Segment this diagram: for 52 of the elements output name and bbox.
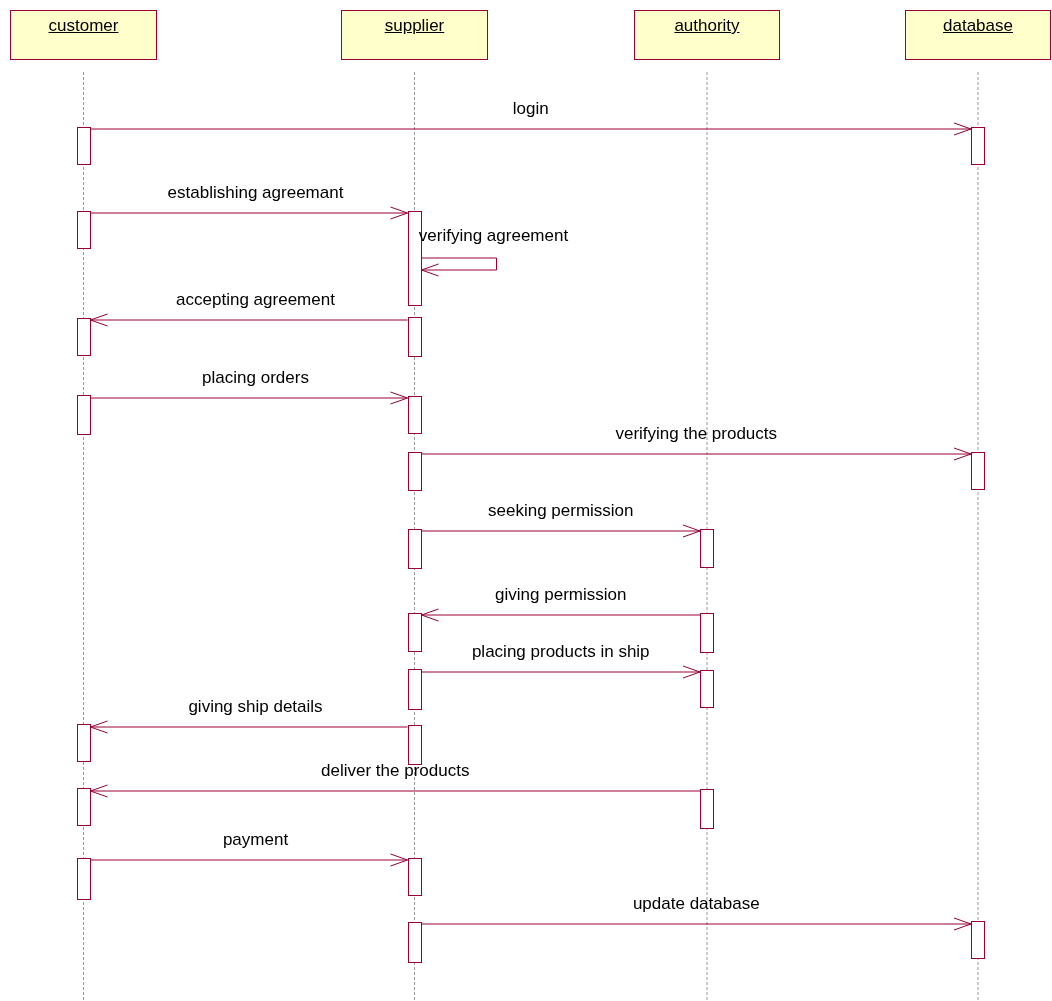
activation-bar <box>971 452 985 490</box>
message-label: accepting agreement <box>176 290 335 310</box>
message-label: giving permission <box>495 585 627 605</box>
message-arrow <box>421 447 972 461</box>
activation-bar <box>76 211 91 249</box>
message-label: placing products in ship <box>471 642 650 662</box>
message-label: establishing agreemant <box>167 183 344 203</box>
activation-bar <box>407 317 422 357</box>
message-label: placing orders <box>202 368 309 388</box>
message-arrow <box>421 917 972 931</box>
activation-bar <box>76 788 91 826</box>
activation-bar <box>971 127 985 165</box>
activation-bar <box>76 318 91 356</box>
message-arrow <box>421 257 497 277</box>
activation-bar <box>407 452 422 491</box>
participant-box: database <box>905 10 1051 60</box>
participant-box: customer <box>10 10 157 60</box>
activation-bar <box>700 670 714 708</box>
participant-box: supplier <box>341 10 488 60</box>
message-arrow <box>90 784 701 798</box>
activation-bar <box>700 613 714 653</box>
message-label: update database <box>632 894 760 914</box>
activation-bar <box>407 669 422 710</box>
activation-bar <box>76 858 91 900</box>
activation-bar <box>76 395 91 435</box>
activation-bar <box>407 613 422 652</box>
participant-box: authority <box>634 10 780 60</box>
message-arrow <box>421 608 701 622</box>
message-arrow <box>90 853 408 867</box>
message-label: giving ship details <box>188 697 323 717</box>
message-label: payment <box>222 830 289 850</box>
message-label: verifying the products <box>615 424 778 444</box>
activation-bar <box>700 789 714 829</box>
message-label: deliver the products <box>321 761 470 781</box>
activation-bar <box>700 529 714 568</box>
activation-bar <box>407 725 422 765</box>
activation-bar <box>76 724 91 762</box>
message-arrow <box>421 524 701 538</box>
message-arrow <box>90 720 408 734</box>
message-arrow <box>90 206 408 220</box>
activation-bar <box>407 922 422 963</box>
message-label: seeking permission <box>488 501 634 521</box>
message-arrow <box>90 391 408 405</box>
activation-bar <box>407 396 422 434</box>
activation-bar <box>76 127 91 165</box>
message-arrow <box>421 665 701 679</box>
activation-bar <box>407 529 422 569</box>
message-arrow <box>90 122 972 136</box>
message-label: login <box>512 99 549 119</box>
activation-bar <box>407 858 422 896</box>
message-arrow <box>90 313 408 327</box>
activation-bar <box>971 921 985 959</box>
